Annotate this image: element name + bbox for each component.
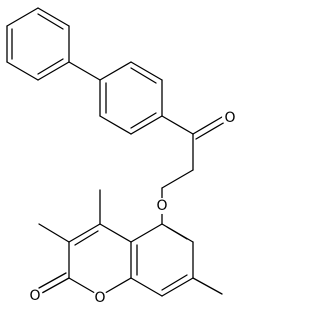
- ketone-double-bond: [195, 121, 226, 140]
- bond: [99, 223, 132, 243]
- biaryl-bond: [68, 61, 101, 81]
- double-bond-inner: [74, 230, 99, 246]
- bond: [130, 223, 163, 243]
- bond: [99, 61, 132, 81]
- bond: [68, 223, 101, 243]
- bond: [99, 115, 132, 135]
- coumarin-pyranone-ring: [38, 223, 132, 297]
- coumarin-benzo-ring: [130, 223, 194, 297]
- phenylene-ring: [99, 61, 163, 135]
- oxoethoxy-linker: [161, 115, 226, 225]
- atom-labels: O O O O: [27, 110, 238, 306]
- double-bond-inner: [37, 58, 64, 75]
- bond: [161, 169, 194, 189]
- bond: [6, 7, 39, 27]
- double-bond-inner: [166, 226, 188, 240]
- double-bond-inner: [130, 67, 157, 84]
- bond: [130, 115, 163, 135]
- bond: [130, 61, 163, 81]
- double-bond-inner: [161, 274, 188, 291]
- lactone-carbonyl-double-bond: [38, 272, 67, 289]
- ring-oxygen-label: O: [94, 290, 105, 306]
- bond: [37, 7, 70, 27]
- double-bond-inner: [130, 112, 157, 129]
- methyl-bond-c7: [192, 277, 223, 295]
- bond: [6, 61, 39, 81]
- bond: [37, 61, 70, 81]
- bond: [130, 277, 163, 297]
- ketone-oxygen-label: O: [224, 110, 235, 126]
- bond: [161, 277, 194, 297]
- methyl-groups: [38, 189, 223, 295]
- ether-oxygen-label: O: [156, 198, 167, 214]
- double-bond-inner: [37, 13, 64, 30]
- carbonyl-oxygen-label: O: [29, 288, 40, 304]
- terminal-phenyl-ring: [6, 7, 70, 81]
- methyl-bond-c3: [38, 223, 70, 243]
- bond: [161, 115, 194, 135]
- lactone-carbonyl-double-bond: [41, 277, 70, 294]
- ketone-double-bond: [192, 116, 223, 135]
- chemical-structure: O O O O: [6, 7, 238, 306]
